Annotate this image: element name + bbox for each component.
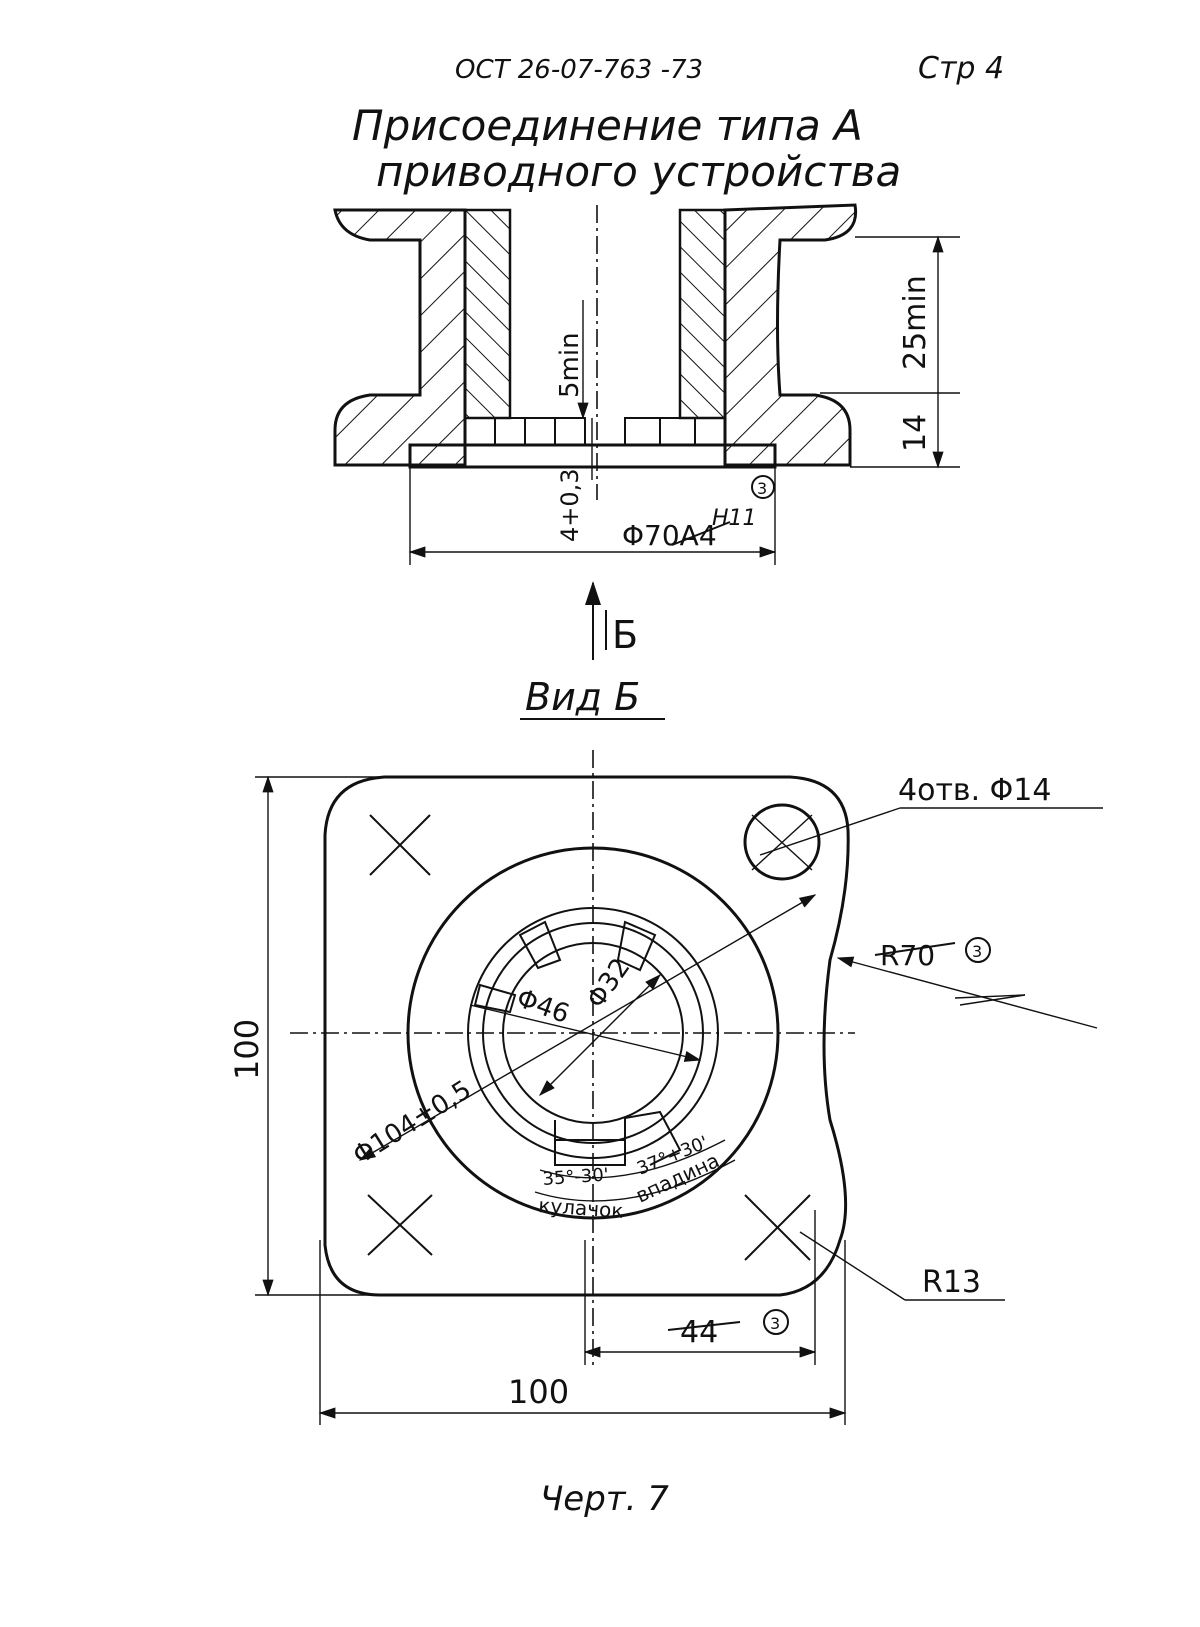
revision-mark-r70: 3 [972,942,982,961]
plan-view: Φ46 Φ32 Φ104±0,5 35°-30' 37°+30' кулачок… [228,750,1103,1425]
section-right-teeth [624,417,726,446]
view-arrow: Б [585,581,638,660]
title-line-1: Присоединение типа А [352,101,863,150]
dim-offset-44: 44 [680,1315,718,1350]
section-left-teeth [464,417,586,446]
label-dia-104: Φ104±0,5 [348,1075,477,1171]
bolt-hole [743,803,821,881]
dim-dia-70: Φ70А4 [622,519,717,552]
dim-4-plus: 4+0,3 [556,468,584,542]
dim-height-100: 100 [228,1019,266,1080]
label-cam: кулачок [538,1193,625,1223]
dim-5min: 5min [555,332,585,398]
arrow-label: Б [612,613,638,657]
view-title: Вид Б [525,675,640,719]
dim-width-100: 100 [508,1373,569,1411]
section-view: 25min 14 5min 4+0,3 Φ70А4 H11 3 [333,203,960,565]
figure-caption: Черт. 7 [540,1479,669,1519]
revision-mark-section: 3 [757,479,767,498]
dim-14: 14 [898,414,933,452]
label-r13: R13 [922,1265,981,1300]
flange-outline [323,775,850,1297]
section-right-bushing [678,208,727,420]
dim-25min: 25min [898,275,933,370]
section-left-bushing [463,208,512,420]
section-left-body [333,208,467,467]
revision-mark-44: 3 [770,1314,780,1333]
label-r70: R70 [880,939,935,972]
page-number: Стр 4 [918,51,1004,86]
document-number: ОСТ 26-07-763 -73 [455,55,703,85]
tolerance-h11: H11 [712,506,757,531]
label-holes: 4отв. Φ14 [898,773,1051,808]
label-dia-32: Φ32 [581,953,636,1014]
section-right-body [723,203,858,467]
title-line-2: приводного устройства [376,147,901,196]
hole-marks [367,814,811,1261]
